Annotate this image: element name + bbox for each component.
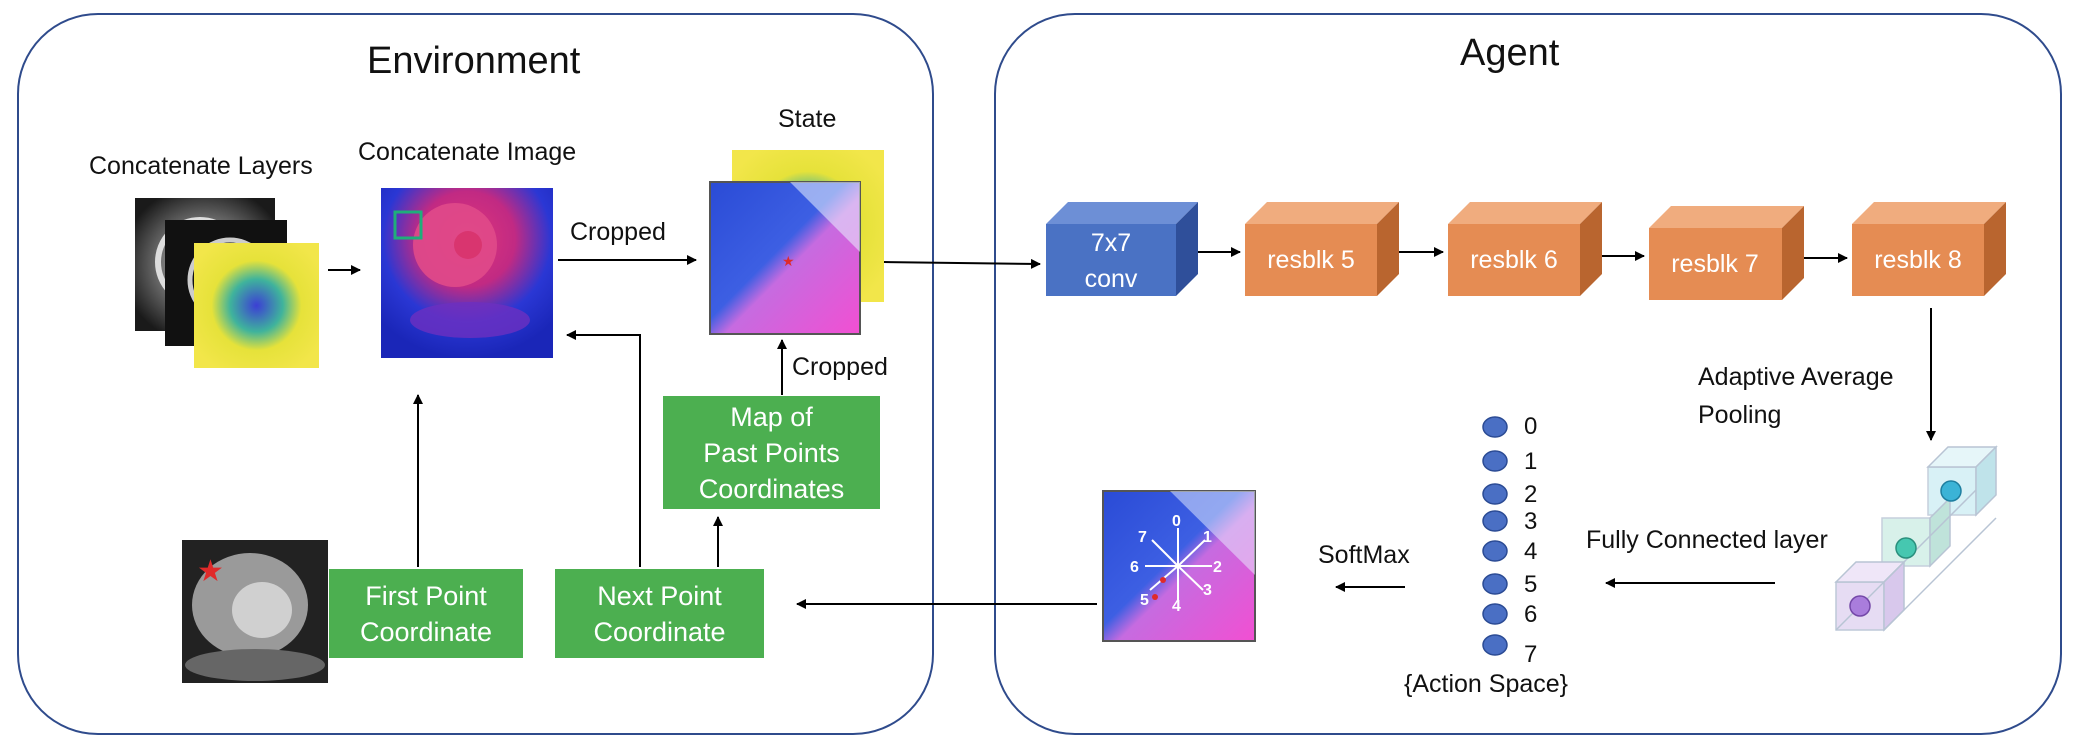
flow-arrows xyxy=(328,247,1936,609)
compass-label-7: 7 xyxy=(1138,529,1147,546)
concatenate-layers-stack xyxy=(135,198,319,368)
action-value-6: 6 xyxy=(1524,601,1537,628)
environment-panel xyxy=(17,13,934,735)
resblk-6-block xyxy=(1448,202,1602,296)
action-space-image: 0 1 2 3 4 5 6 7 xyxy=(1102,490,1256,642)
cropped-label-bottom: Cropped xyxy=(792,353,888,381)
pooling-label-line1: Adaptive Average xyxy=(1698,363,1894,391)
conv-label-line2: conv xyxy=(1085,265,1138,293)
compass-label-4: 4 xyxy=(1172,598,1181,615)
action-space-dots xyxy=(1482,416,1508,656)
next-point-coordinate-box: Next Point Coordinate xyxy=(555,569,764,658)
conv-block xyxy=(1046,202,1198,296)
action-value-2: 2 xyxy=(1524,481,1537,508)
fc-node-top xyxy=(1940,480,1962,502)
compass-label-0: 0 xyxy=(1172,513,1181,530)
map-box-line1: Map of xyxy=(730,401,813,432)
resblk-7-label: resblk 7 xyxy=(1671,250,1759,278)
fc-node-bottom xyxy=(1849,595,1871,617)
softmax-label: SoftMax xyxy=(1318,541,1410,569)
first-point-mri-image: ★ xyxy=(182,540,328,683)
first-point-line1: First Point xyxy=(365,580,487,611)
action-value-0: 0 xyxy=(1524,413,1537,440)
resblk-7-block xyxy=(1649,206,1804,300)
map-box-line3: Coordinates xyxy=(698,473,845,504)
resblk-5-block xyxy=(1245,202,1399,296)
concatenate-image xyxy=(381,188,553,358)
compass-label-1: 1 xyxy=(1203,529,1212,546)
map-of-past-points-box: Map of Past Points Coordinates xyxy=(663,396,880,509)
resblk-5-label: resblk 5 xyxy=(1267,246,1355,274)
action-space-label: {Action Space} xyxy=(1404,670,1569,698)
fully-connected-label: Fully Connected layer xyxy=(1586,526,1828,554)
action-value-1: 1 xyxy=(1524,448,1537,475)
svg-text:★: ★ xyxy=(782,253,795,269)
cropped-label-top: Cropped xyxy=(570,218,666,246)
concatenate-layers-label: Concatenate Layers xyxy=(89,152,313,180)
first-point-line2: Coordinate xyxy=(359,616,493,647)
next-point-line2: Coordinate xyxy=(593,616,726,647)
state-label: State xyxy=(778,105,837,133)
fully-connected-cubes xyxy=(1834,445,1998,632)
action-value-7: 7 xyxy=(1524,641,1537,668)
action-value-4: 4 xyxy=(1524,538,1537,565)
concatenate-image-label: Concatenate Image xyxy=(358,138,577,166)
compass-label-2: 2 xyxy=(1213,559,1222,576)
state-image: ★ xyxy=(709,150,884,335)
first-point-coordinate-box: First Point Coordinate xyxy=(329,569,523,658)
action-value-3: 3 xyxy=(1524,508,1537,535)
conv-label-line1: 7x7 xyxy=(1091,229,1131,257)
compass-label-5: 5 xyxy=(1140,592,1149,609)
resblk-6-label: resblk 6 xyxy=(1470,246,1558,274)
agent-title: Agent xyxy=(1460,32,1560,74)
action-value-5: 5 xyxy=(1524,571,1537,598)
resblk-8-label: resblk 8 xyxy=(1874,246,1962,274)
next-point-line1: Next Point xyxy=(597,580,722,611)
fc-node-mid xyxy=(1895,537,1917,559)
environment-title: Environment xyxy=(367,40,581,82)
map-box-line2: Past Points xyxy=(703,437,840,468)
compass-label-6: 6 xyxy=(1130,559,1139,576)
agent-panel xyxy=(994,13,2062,735)
compass-label-3: 3 xyxy=(1203,582,1212,599)
svg-text:★: ★ xyxy=(197,555,224,588)
pooling-label-line2: Pooling xyxy=(1698,401,1782,429)
resblk-8-block xyxy=(1852,202,2006,296)
